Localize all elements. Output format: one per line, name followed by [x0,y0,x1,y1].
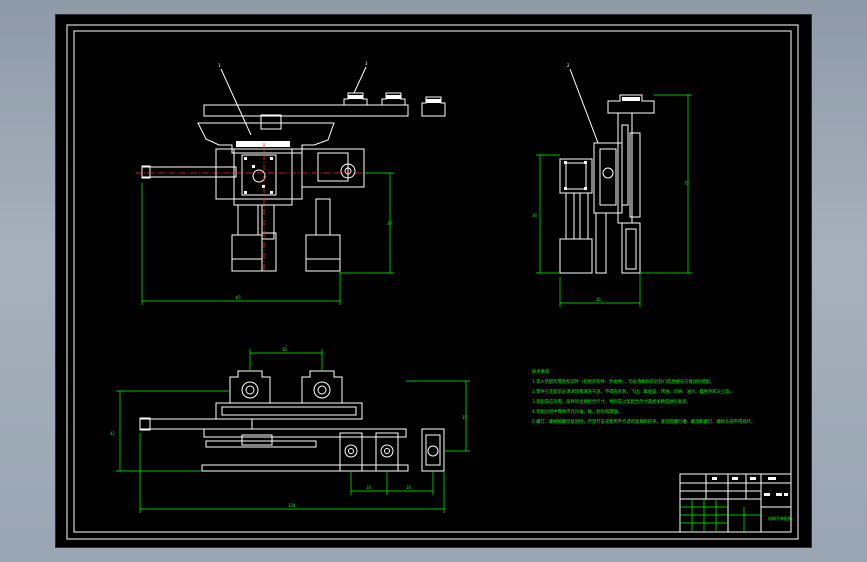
dim-front-height: 39 [387,221,392,226]
dim-top-seg-1: 18 [366,485,371,490]
cad-viewport[interactable]: 1 3 65 39 [55,14,812,548]
notes-title: 技术要求 [532,368,550,375]
outer-frame [66,24,799,540]
dim-side-height-2: 75 [684,181,689,186]
title-block: 机械手装配图 [679,473,792,533]
dim-top-seg-2: 18 [406,485,411,490]
dim-top-height: 35 [462,415,467,420]
dim-top-left-height: 42 [110,431,115,436]
title-block-name: 机械手装配图 [768,515,792,521]
front-view: 1 3 65 39 [136,61,446,305]
note-line: 2.零件在装配前必须清理和清洗干净，不得有毛刺、飞边、氧化皮、锈蚀、切屑、油污、… [532,388,734,395]
label-part-1: 1 [218,63,221,68]
inner-frame [73,30,792,533]
dim-side-width: 36 [596,297,601,302]
label-part-2: 2 [567,63,570,68]
note-line: 3.装配前应对零、部件的主要配合尺寸，特别是过盈配合尺寸及相关精度进行复查。 [532,398,691,405]
dim-front-width: 65 [236,295,241,300]
label-part-3: 3 [365,61,368,66]
technical-notes: 技术要求 1.装入装配的零件及部件（包括外购件、外协件），均必须具有检验部门的合… [532,368,755,425]
note-line: 5.螺钉、螺栓和螺母紧固时，严禁打击或使用不合适的旋具和扳手。紧固后螺钉槽、螺母… [532,418,755,425]
top-view: 36 128 18 18 42 35 [110,347,470,513]
note-line: 4.装配过程中零件不允许磕、碰、划伤和锈蚀。 [532,408,622,415]
note-line: 1.装入装配的零件及部件（包括外购件、外协件），均必须具有检验部门的合格证方能进… [532,378,714,385]
assembly-drawing: 1 3 65 39 [66,24,799,540]
dim-top-total: 128 [288,503,296,508]
dim-side-height: 38 [532,213,537,218]
dim-top-spacing: 36 [282,347,287,352]
side-view: 2 36 38 75 [532,63,692,307]
